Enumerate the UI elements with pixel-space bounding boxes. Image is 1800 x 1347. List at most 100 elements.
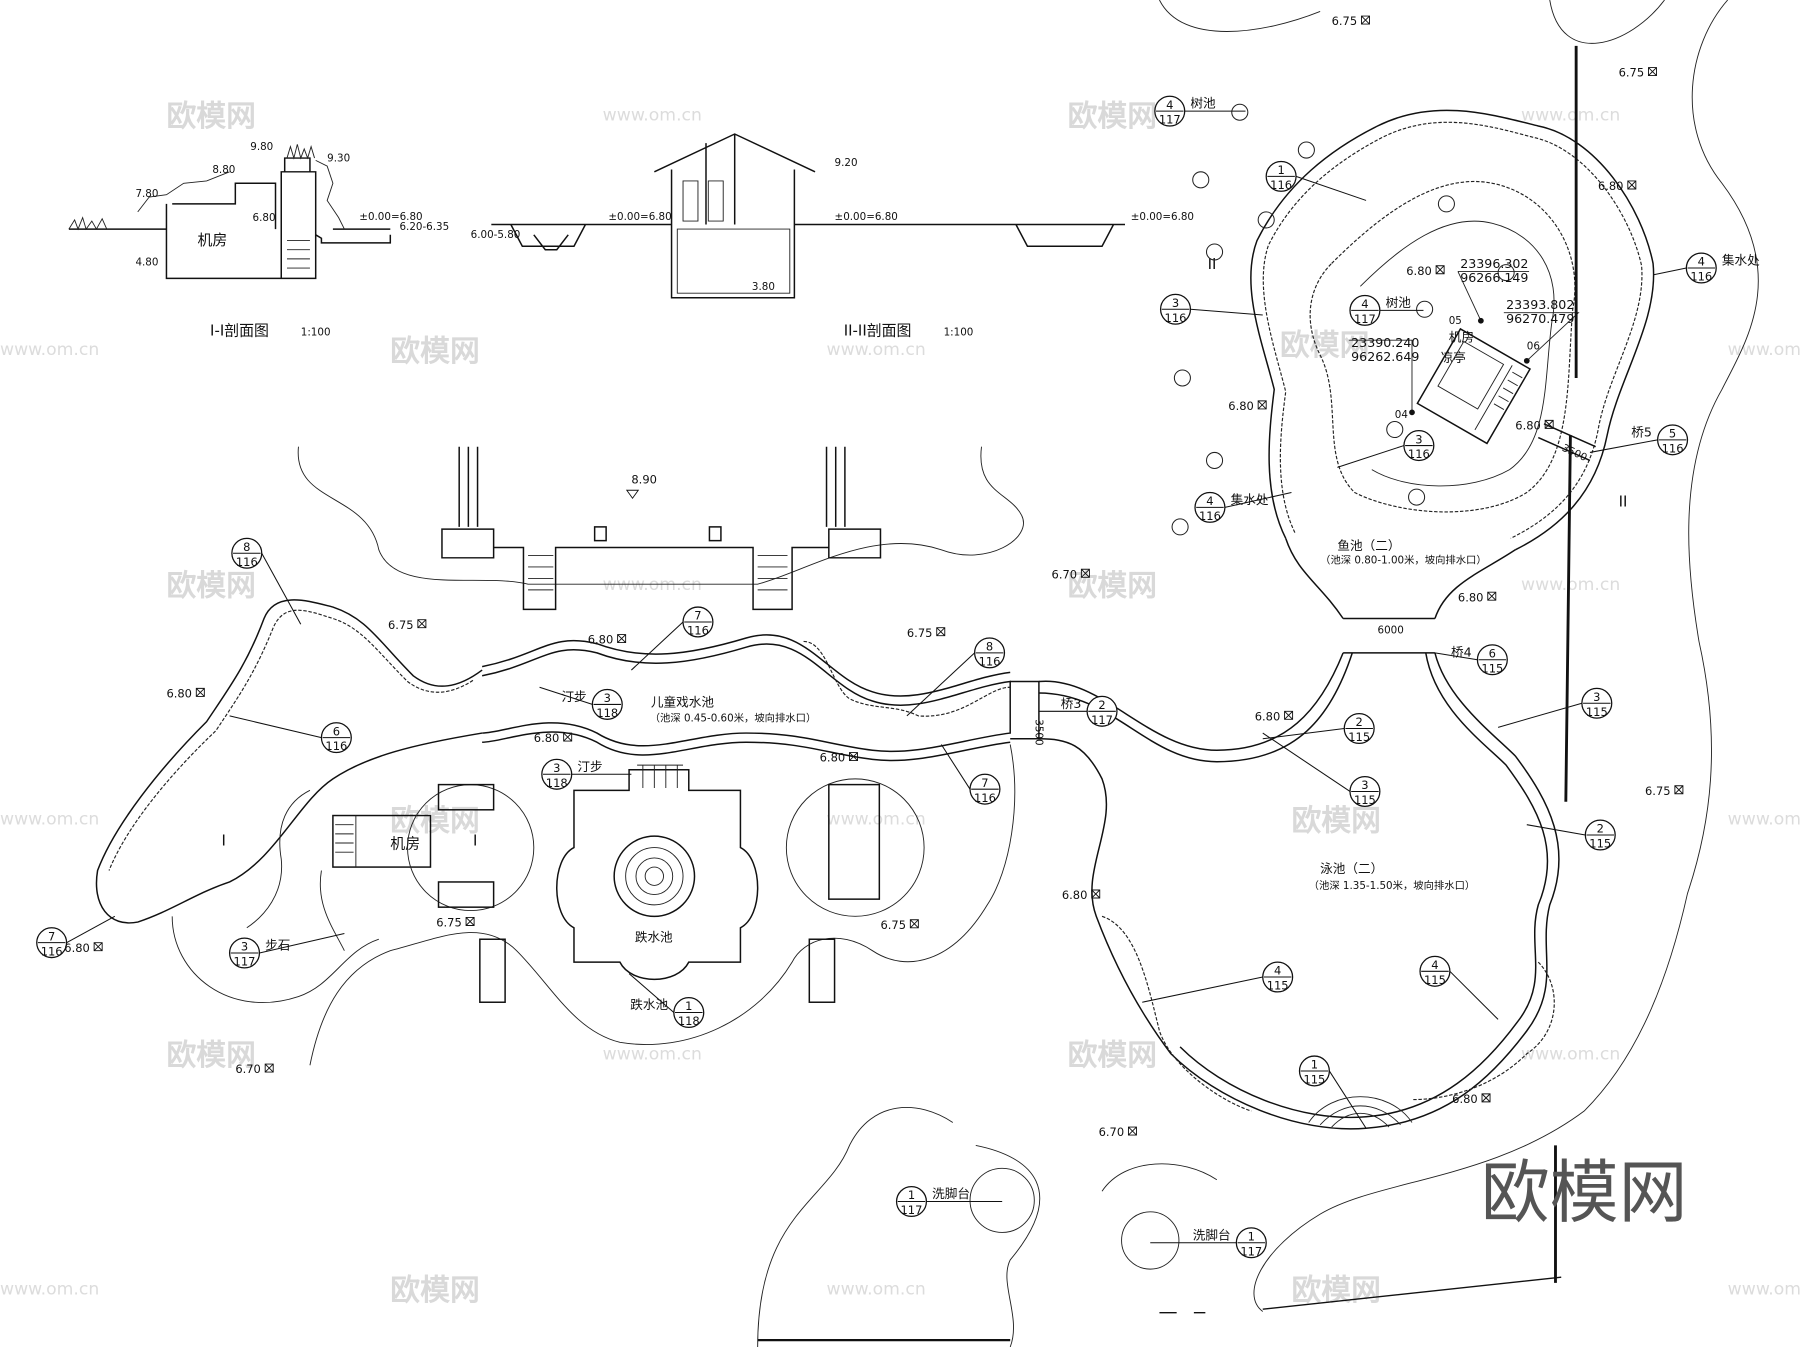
callout-sheet: 116 <box>1199 509 1221 523</box>
watermark-logo: 欧模网 <box>1291 803 1380 838</box>
elevation-value: 6.75 <box>880 918 906 932</box>
elevation-value: 6.80 <box>166 687 192 701</box>
callout-number: 7 <box>48 929 55 943</box>
elevation-value: 6.80 <box>1406 264 1432 278</box>
callout-number: 4 <box>1166 98 1173 112</box>
section-1-room-label: 机房 <box>197 231 227 249</box>
callout-number: 4 <box>1206 494 1213 508</box>
fish-pool-label: 鱼池（二） <box>1337 538 1400 553</box>
section-mark: II <box>1619 492 1628 510</box>
callout-number: 4 <box>1698 255 1705 269</box>
watermark-url: www.om.cn <box>1521 1045 1620 1065</box>
watermark-logo: 欧模网 <box>1068 569 1157 604</box>
callout-label: 洗脚台 <box>1193 1227 1231 1242</box>
watermark-logo: 欧模网 <box>390 803 479 838</box>
spot-marker-icon <box>1080 568 1090 578</box>
watermark-url: www.om.cn <box>603 575 702 595</box>
callout-number: 5 <box>1669 427 1676 441</box>
spot-elevation: 6.80 <box>588 633 627 647</box>
callout-sheet: 117 <box>901 1203 923 1217</box>
callout-number: 3 <box>1415 432 1422 446</box>
watermark-url: www.om.cn <box>1728 810 1800 830</box>
watermark-logo: 欧模网 <box>1291 1273 1380 1308</box>
spot-marker-icon <box>1674 785 1684 795</box>
watermark-logo: 欧模网 <box>390 1273 479 1308</box>
callout-sheet: 118 <box>678 1014 700 1028</box>
spot-marker-icon <box>1648 67 1657 77</box>
elevation-label: 9.30 <box>327 153 350 165</box>
callout-sheet: 115 <box>1303 1073 1325 1087</box>
elevation-label: 6.00-5.80 <box>471 229 521 241</box>
callout-sheet: 115 <box>1424 973 1446 987</box>
callout-label: 集水处 <box>1231 492 1269 507</box>
spot-marker-icon <box>195 687 205 697</box>
coord-point: 06 <box>1527 340 1540 352</box>
callout-number: 4 <box>1361 297 1368 311</box>
site-plan: 儿童戏水池 （池深 0.45-0.60米，坡向排水口） 机房 I I 跌水池 3… <box>95 0 1759 1347</box>
callout-sheet: 118 <box>546 776 568 790</box>
spot-elevation: 6.70 <box>1052 567 1090 581</box>
callout-sheet: 115 <box>1589 837 1611 851</box>
cascade-pool-label: 跌水池 <box>635 930 673 945</box>
callout-sheet: 116 <box>1690 270 1712 284</box>
elevation-value: 6.75 <box>436 916 462 930</box>
elevation-value: 6.75 <box>1645 784 1671 798</box>
callout-sheet: 116 <box>236 555 258 569</box>
elevation-value: 6.75 <box>907 626 933 640</box>
spot-marker-icon <box>264 1063 274 1073</box>
elevation-value: 6.75 <box>1332 14 1358 28</box>
coord-east: 96262.649 <box>1351 349 1419 364</box>
watermark-url: www.om.cn <box>1728 1279 1800 1299</box>
spot-elevation: 6.80 <box>1406 264 1445 278</box>
elevation-value: 6.70 <box>1052 567 1078 581</box>
spot-elevation: 6.75 <box>1619 66 1657 80</box>
section-2-title: II-II剖面图 <box>844 322 912 340</box>
callout-sheet: 115 <box>1481 661 1503 675</box>
spot-elevation: 6.80 <box>1255 709 1294 723</box>
fish-pool-depth: （池深 0.80-1.00米，坡向排水口） <box>1320 554 1487 567</box>
watermark-logo: 欧模网 <box>1481 1153 1688 1233</box>
watermark-url: www.om.cn <box>827 810 926 830</box>
watermark-url: www.om.cn <box>1728 340 1800 360</box>
callout-label: 桥4 <box>1451 644 1472 659</box>
spot-marker-icon <box>1091 889 1101 899</box>
elevation-value: 6.80 <box>1452 1092 1478 1106</box>
children-pool-label: 儿童戏水池 <box>651 695 715 710</box>
callout-sheet: 117 <box>234 955 256 969</box>
spot-marker-icon <box>1627 180 1637 190</box>
spot-marker-icon <box>1257 400 1267 410</box>
children-pool-depth: （池深 0.45-0.60米，坡向排水口） <box>650 712 817 725</box>
spot-elevation: 6.75 <box>880 918 919 932</box>
coord-point: 04 <box>1395 409 1408 421</box>
callout-number: 1 <box>1248 1229 1255 1243</box>
